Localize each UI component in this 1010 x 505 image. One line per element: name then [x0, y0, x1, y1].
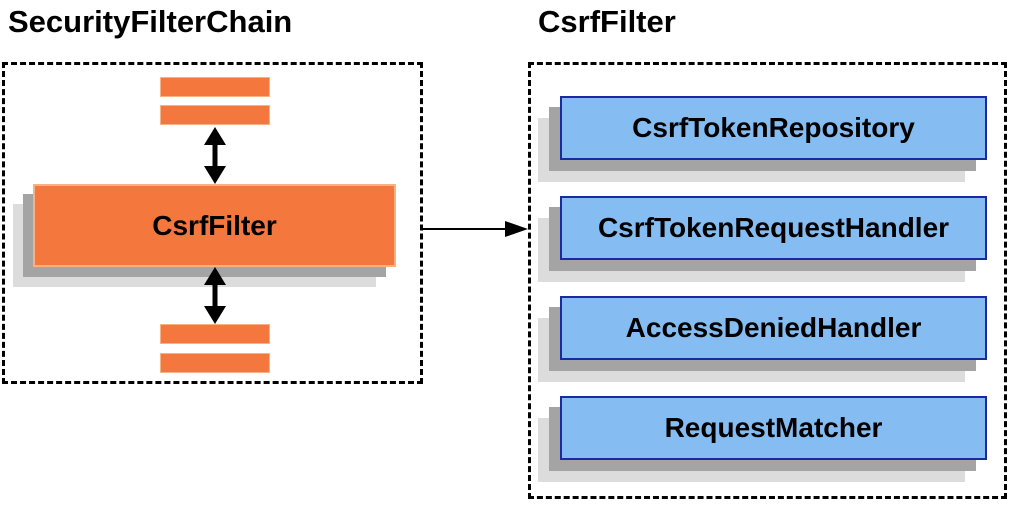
- csrf-token-request-handler-node: CsrfTokenRequestHandler: [538, 196, 987, 282]
- filter-placeholder-bar: [160, 105, 270, 125]
- csrf-filter-boundary: [528, 62, 1007, 499]
- right-arrow-connector-icon: [423, 221, 528, 237]
- filter-placeholder-bar: [160, 77, 270, 97]
- request-matcher-label: RequestMatcher: [560, 396, 987, 460]
- csrf-token-repository-node: CsrfTokenRepository: [538, 96, 987, 182]
- security-filter-chain-boundary: [2, 62, 423, 384]
- csrf-filter-title: CsrfFilter: [538, 4, 676, 39]
- bidirectional-arrow-icon: [204, 267, 226, 324]
- filter-placeholder-bar: [160, 324, 270, 344]
- security-filter-chain-title: SecurityFilterChain: [8, 4, 293, 39]
- filter-placeholder-bar: [160, 353, 270, 373]
- csrf-token-repository-label: CsrfTokenRepository: [560, 96, 987, 160]
- csrf-filter-node-label: CsrfFilter: [33, 184, 396, 267]
- request-matcher-node: RequestMatcher: [538, 396, 987, 482]
- access-denied-handler-node: AccessDeniedHandler: [538, 296, 987, 382]
- access-denied-handler-label: AccessDeniedHandler: [560, 296, 987, 360]
- bidirectional-arrow-icon: [204, 127, 226, 184]
- csrf-filter-node: CsrfFilter: [13, 184, 396, 287]
- csrf-token-request-handler-label: CsrfTokenRequestHandler: [560, 196, 987, 260]
